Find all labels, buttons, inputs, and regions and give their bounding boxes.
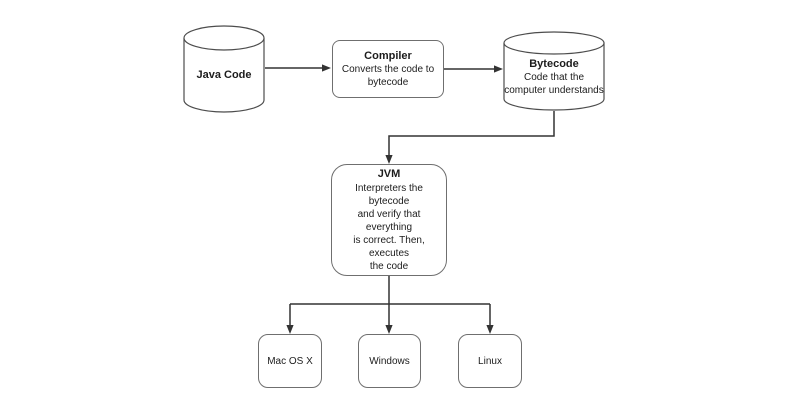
java-code-label: Java Code bbox=[196, 68, 252, 81]
macosx-box: Mac OS X bbox=[258, 334, 322, 388]
jvm-box: JVM Interpreters the bytecode and verify… bbox=[331, 164, 447, 276]
arrowhead-into-linux bbox=[486, 325, 494, 334]
java-code-cylinder: Java Code bbox=[183, 25, 265, 113]
jvm-title: JVM bbox=[377, 168, 401, 181]
arrowhead-into-macosx bbox=[286, 325, 294, 334]
edge-bytecode-jvm bbox=[388, 111, 555, 155]
windows-box: Windows bbox=[358, 334, 421, 388]
macosx-label: Mac OS X bbox=[267, 355, 313, 367]
windows-label: Windows bbox=[369, 355, 410, 367]
linux-box: Linux bbox=[458, 334, 522, 388]
arrowhead-into-bytecode bbox=[494, 65, 503, 73]
cylinder-shape bbox=[503, 31, 605, 111]
bytecode-cylinder: Bytecode Code that the computer understa… bbox=[503, 31, 605, 111]
arrowhead-into-windows bbox=[385, 325, 393, 334]
arrowhead-into-compiler bbox=[322, 64, 331, 72]
compiler-title: Compiler bbox=[364, 49, 412, 62]
compiler-description: Converts the code to bytecode bbox=[341, 64, 435, 89]
jvm-description: Interpreters the bytecode and verify tha… bbox=[353, 182, 425, 272]
cylinder-shape bbox=[183, 25, 265, 113]
arrowhead-into-jvm bbox=[385, 155, 393, 164]
bytecode-title: Bytecode bbox=[529, 57, 579, 70]
linux-label: Linux bbox=[478, 355, 502, 367]
compiler-box: Compiler Converts the code to bytecode bbox=[332, 40, 444, 98]
bytecode-description: Code that the computer understands bbox=[504, 72, 604, 97]
